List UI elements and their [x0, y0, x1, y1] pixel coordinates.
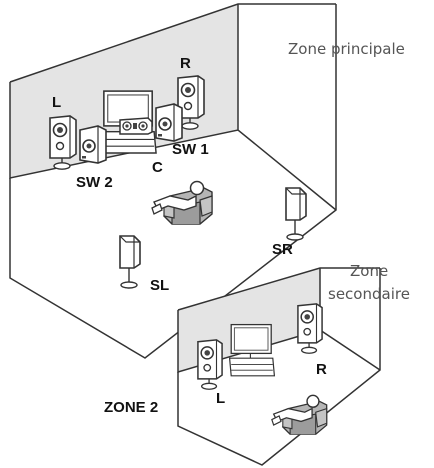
listener-chair-icon — [151, 180, 213, 225]
label-surround-right: SR — [272, 241, 293, 258]
zone2-label-left: L — [216, 390, 225, 407]
surround-right-speaker-icon — [285, 187, 307, 241]
second-zone-title-line2: secondaire — [328, 285, 410, 303]
zone2-left-speaker-icon — [197, 339, 223, 390]
main-zone-outer-walls — [9, 4, 337, 359]
center-speaker-icon — [119, 117, 153, 135]
second-zone-outer-walls — [177, 268, 381, 466]
subwoofer-1-icon — [155, 103, 183, 142]
subwoofer-2-icon — [79, 125, 107, 164]
main-zone-outline — [9, 3, 337, 211]
zone2-tv-rack-icon — [228, 323, 276, 377]
label-center: C — [152, 159, 163, 176]
label-subwoofer-2: SW 2 — [76, 174, 113, 191]
zone2-right-speaker-icon — [297, 303, 323, 354]
zone2-name: ZONE 2 — [104, 399, 158, 416]
second-zone-title-line1: Zone — [350, 262, 388, 280]
label-front-right: R — [180, 55, 191, 72]
label-subwoofer-1: SW 1 — [172, 141, 209, 158]
label-front-left: L — [52, 94, 61, 111]
zone2-label-right: R — [316, 361, 327, 378]
zone2-listener-chair-icon — [271, 394, 328, 435]
main-zone-title: Zone principale — [288, 40, 405, 58]
surround-left-speaker-icon — [119, 235, 141, 289]
label-surround-left: SL — [150, 277, 169, 294]
